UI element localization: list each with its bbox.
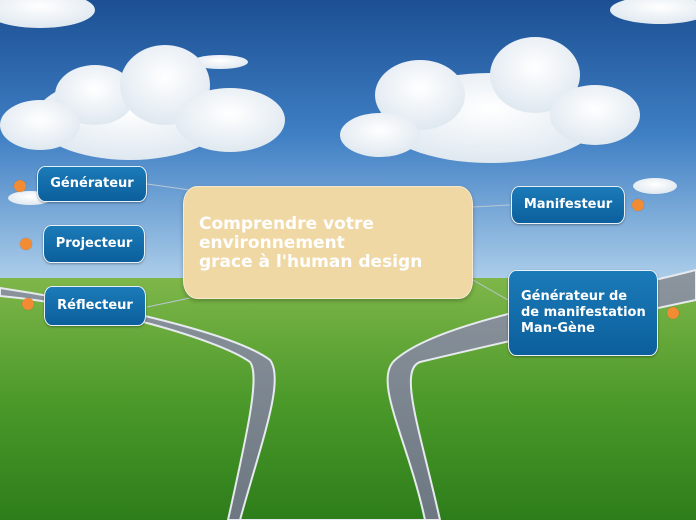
central-topic[interactable]: Comprendre votre environnement grace à l… — [183, 186, 473, 299]
node-generateur-label: Générateur — [50, 176, 134, 191]
connector-dot-generateur[interactable] — [14, 180, 26, 192]
connector-dot-projecteur[interactable] — [20, 238, 32, 250]
connector-lines — [146, 183, 511, 308]
node-manifesteur[interactable]: Manifesteur — [511, 186, 625, 224]
connector-dot-reflecteur[interactable] — [22, 298, 34, 310]
node-projecteur[interactable]: Projecteur — [43, 225, 145, 263]
node-generateur-manifestation-label: Générateur de de manifestation Man-Gène — [521, 289, 646, 336]
node-generateur[interactable]: Générateur — [37, 166, 147, 202]
connector-dot-generateur-manifestation[interactable] — [667, 307, 679, 319]
node-projecteur-label: Projecteur — [55, 236, 133, 251]
central-topic-text: Comprendre votre environnement grace à l… — [199, 214, 423, 272]
node-manifesteur-label: Manifesteur — [523, 197, 613, 212]
connector-dot-manifesteur[interactable] — [632, 199, 644, 211]
node-generateur-manifestation[interactable]: Générateur de de manifestation Man-Gène — [508, 270, 658, 356]
node-reflecteur-label: Réflecteur — [57, 298, 133, 313]
node-reflecteur[interactable]: Réflecteur — [44, 286, 146, 326]
clouds — [0, 0, 696, 205]
